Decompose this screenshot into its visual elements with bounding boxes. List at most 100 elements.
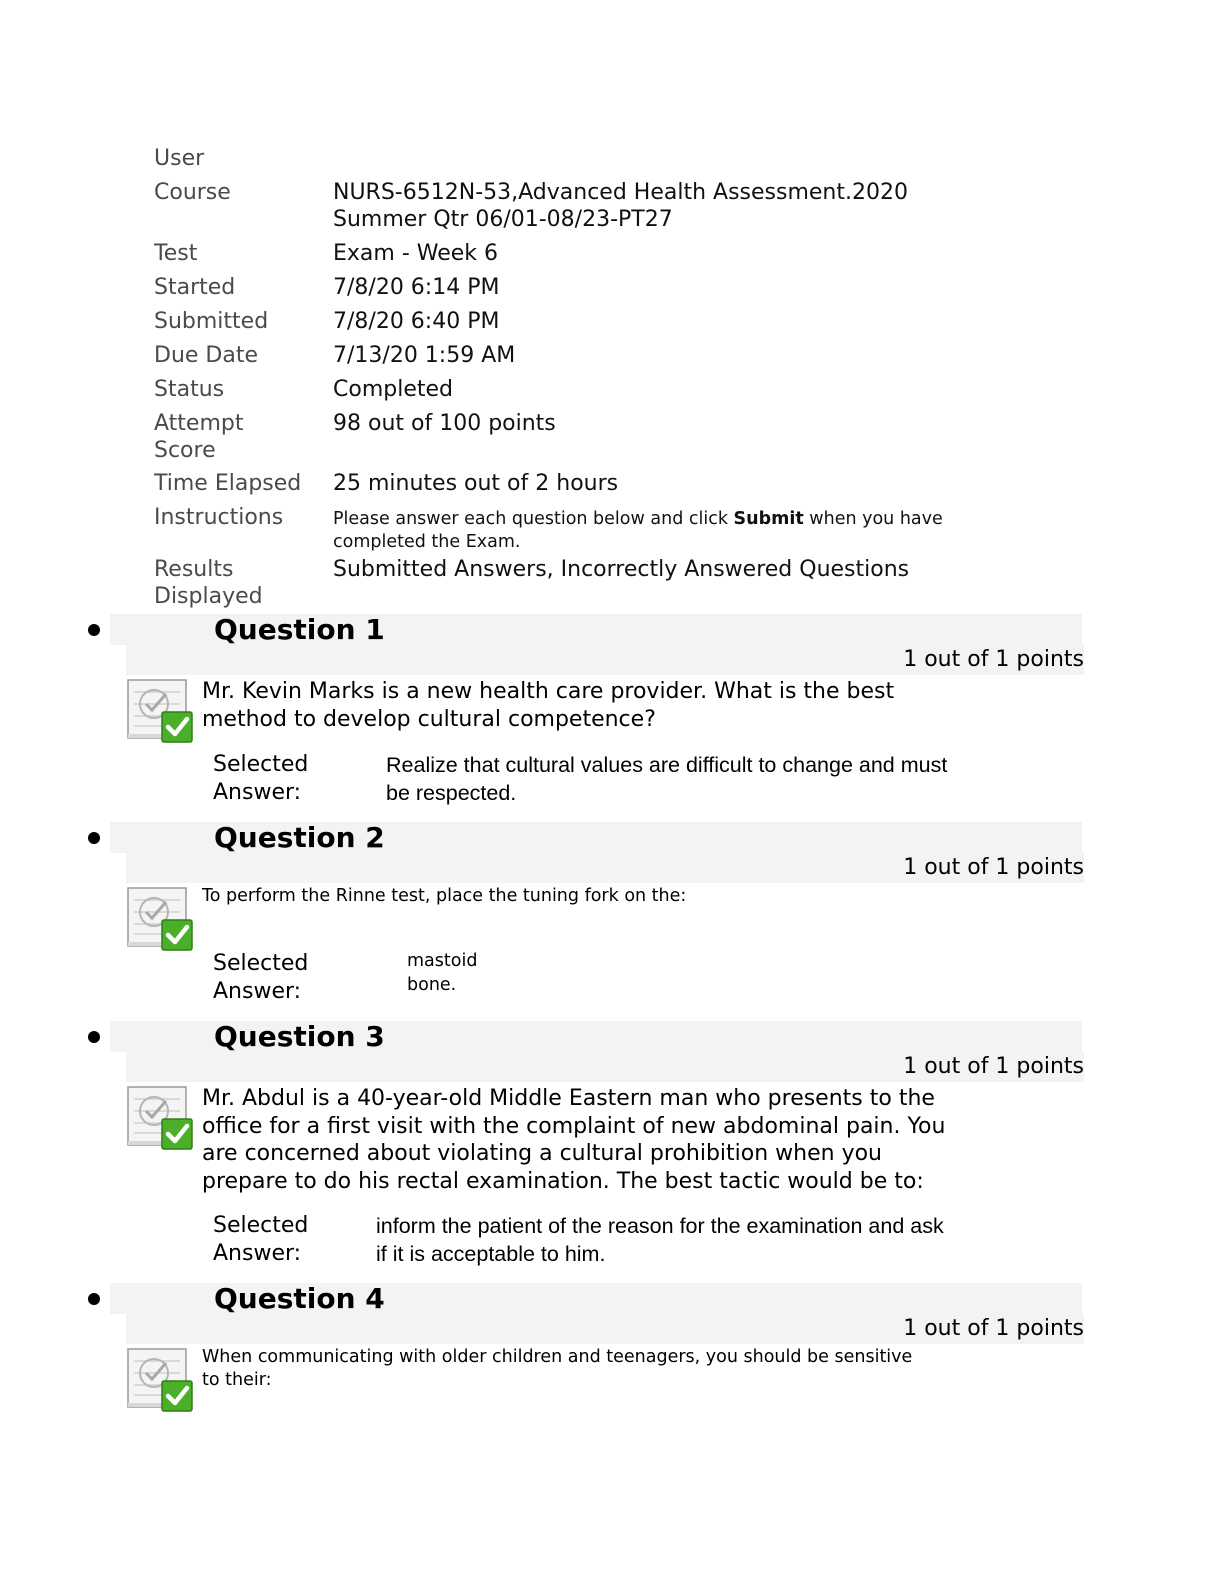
time-elapsed-label: Time Elapsed [154,471,302,496]
question-text-line: Mr. Kevin Marks is a new health care pro… [202,679,895,704]
summary-row-attempt-score: Attempt Score 98 out of 100 points [154,410,1054,470]
summary-row-results-displayed: Results Displayed Submitted Answers, Inc… [154,556,1054,616]
summary-row-status: Status Completed [154,376,1054,410]
bullet-icon [88,624,100,636]
question-title: Question 3 [214,1020,385,1053]
selected-answer-label: Selected Answer: [213,950,353,1006]
question-text: Mr. Abdul is a 40-year-old Middle Easter… [202,1085,1022,1195]
question-title: Question 4 [214,1282,385,1315]
attempt-score-label: Attempt Score [154,410,333,470]
instructions-text-2: when you have [803,509,943,529]
course-line-2: Summer Qtr 06/01-08/23-PT27 [333,207,673,232]
course-value: NURS-6512N-53,Advanced Health Assessment… [333,179,1054,240]
answer-line: inform the patient of the reason for the… [376,1214,944,1238]
test-summary: User Course NURS-6512N-53,Advanced Healt… [154,145,1054,616]
submitted-value: 7/8/20 6:40 PM [333,309,500,334]
selected-answer-label: Selected Answer: [213,751,353,807]
results-label-line-2: Displayed [154,584,263,609]
summary-row-user: User [154,145,1054,179]
instructions-line-2: completed the Exam. [333,532,521,552]
selected-label-line-1: Selected [213,951,309,976]
points-bar [126,1052,1084,1082]
test-label: Test [154,241,198,266]
summary-row-test: Test Exam - Week 6 [154,240,1054,274]
answer-line: bone. [407,975,457,995]
user-value [333,145,1054,179]
user-label: User [154,146,205,171]
started-label: Started [154,275,236,300]
selected-answer-value: mastoid bone. [407,949,1047,997]
question-text-line: office for a first visit with the compla… [202,1113,946,1139]
attempt-label-line-2: Score [154,438,216,463]
question-points: 1 out of 1 points [903,1054,1084,1079]
time-elapsed-value: 25 minutes out of 2 hours [333,471,619,496]
course-line-1: NURS-6512N-53,Advanced Health Assessment… [333,180,908,205]
status-value: Completed [333,377,453,402]
instructions-submit-bold: Submit [733,509,804,529]
question-points: 1 out of 1 points [903,647,1084,672]
results-displayed-label: Results Displayed [154,556,333,616]
selected-label-line-2: Answer: [213,1241,302,1266]
question-text-line: to their: [202,1369,272,1390]
correct-check-icon [126,886,194,952]
question-text-line: To perform the Rinne test, place the tun… [202,886,687,906]
correct-check-icon [126,678,194,744]
question-header [110,1283,1082,1314]
summary-row-instructions: Instructions Please answer each question… [154,504,1054,556]
attempt-label-line-1: Attempt [154,411,244,436]
question-header [110,822,1082,853]
correct-check-icon [126,1347,194,1413]
due-date-value: 7/13/20 1:59 AM [333,343,516,368]
question-points: 1 out of 1 points [903,1316,1084,1341]
bullet-icon [88,832,100,844]
attempt-score-value: 98 out of 100 points [333,411,556,436]
instructions-line-1: Please answer each question below and cl… [333,508,1054,531]
question-text-line: Mr. Abdul is a 40-year-old Middle Easter… [202,1086,935,1111]
question-header [110,1021,1082,1052]
question-title: Question 2 [214,821,385,854]
summary-row-due-date: Due Date 7/13/20 1:59 AM [154,342,1054,376]
started-value: 7/8/20 6:14 PM [333,275,500,300]
selected-answer-value: inform the patient of the reason for the… [376,1212,1016,1268]
instructions-text-1: Please answer each question below and cl… [333,509,734,529]
selected-answer-label: Selected Answer: [213,1212,353,1268]
question-title: Question 1 [214,613,385,646]
results-displayed-value: Submitted Answers, Incorrectly Answered … [333,557,910,582]
summary-row-submitted: Submitted 7/8/20 6:40 PM [154,308,1054,342]
submitted-label: Submitted [154,309,269,334]
bullet-icon [88,1031,100,1043]
question-text-line: prepare to do his rectal examination. Th… [202,1168,924,1194]
due-date-label: Due Date [154,343,258,368]
points-bar [126,1314,1084,1344]
answer-line: mastoid [407,951,478,971]
question-text-line: are concerned about violating a cultural… [202,1141,883,1166]
selected-label-line-2: Answer: [213,780,302,805]
instructions-value: Please answer each question below and cl… [333,504,1054,556]
selected-label-line-1: Selected [213,1213,309,1238]
test-value: Exam - Week 6 [333,241,499,266]
instructions-label: Instructions [154,505,284,530]
correct-check-icon [126,1085,194,1151]
question-text-line: method to develop cultural competence? [202,706,656,732]
selected-label-line-2: Answer: [213,979,302,1004]
selected-answer-value: Realize that cultural values are difficu… [386,751,1026,807]
answer-line: be respected. [386,781,517,805]
answer-line: Realize that cultural values are difficu… [386,753,948,777]
summary-row-started: Started 7/8/20 6:14 PM [154,274,1054,308]
summary-row-time-elapsed: Time Elapsed 25 minutes out of 2 hours [154,470,1054,504]
points-bar [126,645,1084,675]
question-text: When communicating with older children a… [202,1346,1022,1391]
answer-line: if it is acceptable to him. [376,1242,606,1266]
status-label: Status [154,377,225,402]
question-points: 1 out of 1 points [903,855,1084,880]
question-header [110,614,1082,645]
bullet-icon [88,1293,100,1305]
question-text: To perform the Rinne test, place the tun… [202,885,1022,908]
course-label: Course [154,180,231,205]
question-text: Mr. Kevin Marks is a new health care pro… [202,678,1022,733]
question-text-line: When communicating with older children a… [202,1347,913,1367]
points-bar [126,853,1084,883]
selected-label-line-1: Selected [213,752,309,777]
results-label-line-1: Results [154,557,234,582]
summary-row-course: Course NURS-6512N-53,Advanced Health Ass… [154,179,1054,240]
